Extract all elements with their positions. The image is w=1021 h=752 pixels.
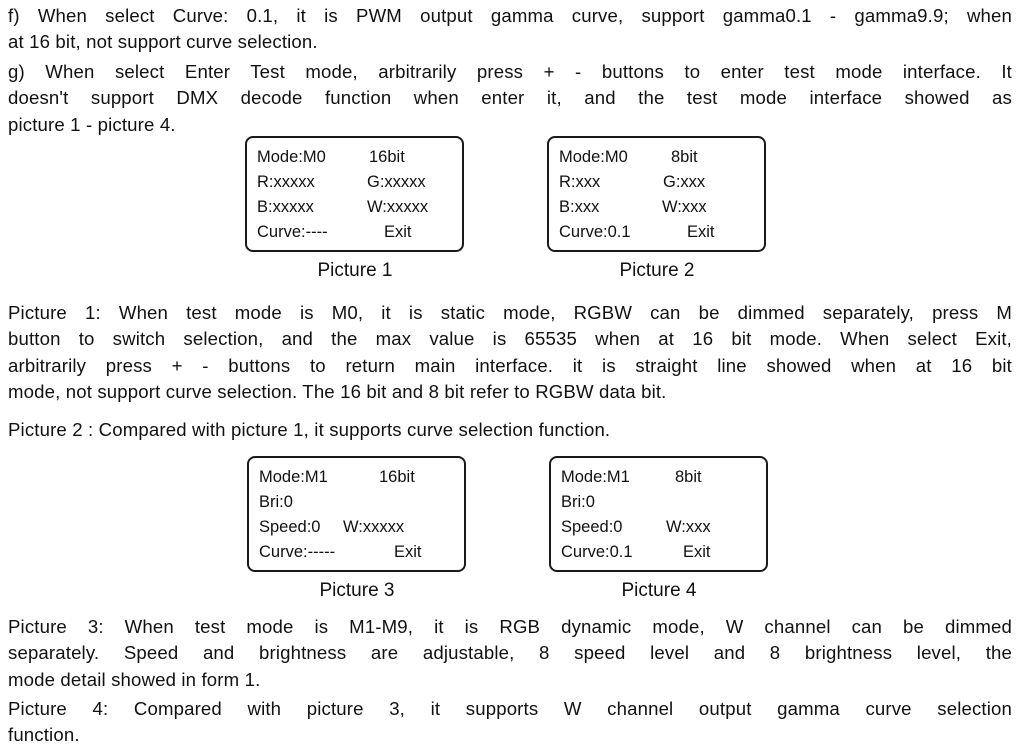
text-line: separately. Speed and brightness are adj… xyxy=(8,642,1012,664)
lcd-screen-picture-4: Mode:M1 8bit Bri:0 Speed:0 W:xxx Curve:0.1… xyxy=(549,456,768,572)
caption-picture-1: Picture 1 xyxy=(317,260,393,281)
caption-picture-2: Picture 2 xyxy=(619,260,695,281)
lcd-text: Exit xyxy=(394,543,422,561)
text-line: f) When select Curve: 0.1, it is PWM out… xyxy=(8,5,1012,26)
text-line: mode, not support curve selection. The 1… xyxy=(8,381,667,403)
lcd-text: Curve:---- xyxy=(257,223,328,241)
text-line: arbitrarily press + - buttons to return … xyxy=(8,354,1012,376)
lcd-text: R:xxx xyxy=(559,173,601,191)
lcd-text: Speed:0 xyxy=(561,518,623,536)
paragraph-picture-2: Picture 2 : Compared with picture 1, it … xyxy=(8,417,1012,443)
caption-picture-3: Picture 3 xyxy=(319,580,395,601)
lcd-text: Bri:0 xyxy=(561,493,595,511)
lcd-screen-picture-3: Mode:M1 16bit Bri:0 Speed:0 W:xxxxx Curve:… xyxy=(247,456,466,572)
paragraph-g: g) When select Enter Test mode, arbitrar… xyxy=(8,59,1012,138)
lcd-text: W:xxx xyxy=(666,518,711,536)
text-line: Picture 2 : Compared with picture 1, it … xyxy=(8,419,611,440)
lcd-text: 16bit xyxy=(369,148,405,166)
lcd-text: Curve:----- xyxy=(259,543,336,561)
paragraph-f: f) When select Curve: 0.1, it is PWM out… xyxy=(8,3,1012,56)
text-line: Picture 3: When test mode is M1-M9, it i… xyxy=(8,616,1012,637)
lcd-text: Mode:M0 xyxy=(559,148,628,166)
paragraph-picture-4: Picture 4: Compared with picture 3, it s… xyxy=(8,696,1012,749)
text-line: mode detail showed in form 1. xyxy=(8,668,261,690)
lcd-text: Exit xyxy=(683,543,711,561)
lcd-text: G:xxxxx xyxy=(367,173,426,191)
lcd-text: Exit xyxy=(687,223,715,241)
lcd-text: Speed:0 xyxy=(259,518,321,536)
lcd-text: Mode:M0 xyxy=(257,148,326,166)
lcd-text: Exit xyxy=(384,223,412,241)
lcd-text: Mode:M1 xyxy=(259,468,328,486)
lcd-text: B:xxx xyxy=(559,198,600,216)
text-line: function. xyxy=(8,724,80,746)
paragraph-picture-3: Picture 3: When test mode is M1-M9, it i… xyxy=(8,614,1012,693)
text-line: picture 1 - picture 4. xyxy=(8,113,176,135)
lcd-text: 8bit xyxy=(671,148,698,166)
lcd-text: Curve:0.1 xyxy=(561,543,633,561)
lcd-text: Bri:0 xyxy=(259,493,293,511)
lcd-text: 16bit xyxy=(379,468,415,486)
text-line: at 16 bit, not support curve selection. xyxy=(8,31,318,53)
text-line: button to switch selection, and the max … xyxy=(8,328,1012,350)
lcd-text: W:xxxxx xyxy=(367,198,429,216)
lcd-text: R:xxxxx xyxy=(257,173,315,191)
lcd-text: G:xxx xyxy=(663,173,706,191)
lcd-text: W:xxxxx xyxy=(343,518,405,536)
text-line: g) When select Enter Test mode, arbitrar… xyxy=(8,61,1012,82)
lcd-text: Curve:0.1 xyxy=(559,223,631,241)
caption-picture-4: Picture 4 xyxy=(621,580,697,601)
lcd-text: 8bit xyxy=(675,468,702,486)
text-line: Picture 4: Compared with picture 3, it s… xyxy=(8,698,1012,719)
lcd-text: B:xxxxx xyxy=(257,198,314,216)
lcd-screen-picture-2: Mode:M0 8bit R:xxx G:xxx B:xxx W:xxx Curve:… xyxy=(547,136,766,252)
paragraph-picture-1: Picture 1: When test mode is M0, it is s… xyxy=(8,300,1012,406)
lcd-text: Mode:M1 xyxy=(561,468,630,486)
lcd-text: W:xxx xyxy=(662,198,707,216)
text-line: doesn't support DMX decode function when… xyxy=(8,87,1012,109)
text-line: Picture 1: When test mode is M0, it is s… xyxy=(8,302,1012,323)
lcd-screen-picture-1: Mode:M0 16bit R:xxxxx G:xxxxx B:xxxxx W:xxx… xyxy=(245,136,464,252)
